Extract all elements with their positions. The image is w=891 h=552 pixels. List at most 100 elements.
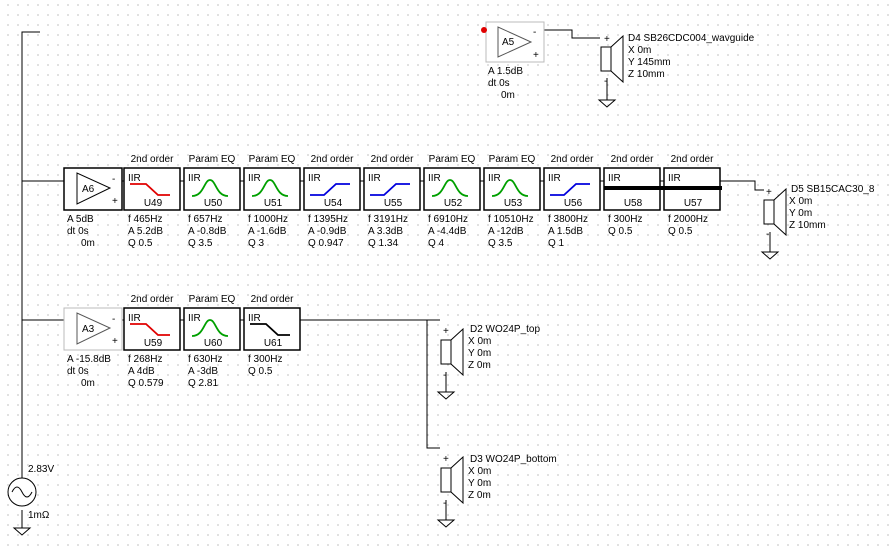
filter-kind: 2nd order (251, 294, 294, 305)
filter-param: A -1.6dB (248, 226, 287, 237)
amplifier-delay: dt 0s (67, 226, 89, 237)
ground-icon (597, 99, 617, 108)
ground-icon (12, 527, 32, 536)
svg-text:-: - (112, 314, 115, 325)
amplifier-a5[interactable]: A5 - + A 1.5dB dt 0s 0m (481, 21, 545, 101)
filter-kind: 2nd order (371, 154, 414, 165)
driver-z: Z 0m (468, 490, 491, 501)
filter-ref: U61 (264, 338, 283, 349)
driver-name: D3 WO24P_bottom (470, 454, 557, 465)
ground-icon (436, 519, 456, 528)
driver-d3[interactable]: + - D3 WO24P_bottom X 0m Y 0m Z 0m (440, 454, 557, 509)
filter-type: IIR (368, 173, 381, 184)
filter-param: A -4.4dB (428, 226, 467, 237)
filter-param: f 6910Hz (428, 214, 468, 225)
amplifier-a3[interactable]: A3 - + A -15.8dB dt 0s 0m (63, 307, 123, 389)
amplifier-ref: A3 (82, 324, 95, 335)
driver-d2[interactable]: + - D2 WO24P_top X 0m Y 0m Z 0m (440, 324, 540, 381)
filter-kind: 2nd order (131, 154, 174, 165)
filter-response-icon (130, 323, 170, 336)
ground-icon (760, 251, 780, 260)
driver-d5[interactable]: + - D5 SB15CAC30_8 X 0m Y 0m Z 10mm (763, 184, 875, 240)
svg-text:-: - (443, 370, 446, 381)
amplifier-gain: A 5dB (67, 214, 94, 225)
amplifier-ref: A5 (502, 37, 515, 48)
filter-param: f 657Hz (188, 214, 222, 225)
filter-param: f 465Hz (128, 214, 162, 225)
filter-kind: Param EQ (189, 294, 236, 305)
source-voltage-label: 2.83V (28, 464, 54, 475)
filter-param: A 4dB (128, 366, 155, 377)
filter-param: Q 0.579 (128, 378, 164, 389)
amplifier-offset: 0m (501, 90, 515, 101)
voltage-source[interactable]: 2.83V 1mΩ (7, 464, 54, 521)
filter-ref: U53 (504, 198, 523, 209)
svg-text:+: + (766, 187, 772, 198)
connection-dot-icon (481, 27, 487, 33)
filter-param: f 268Hz (128, 354, 162, 365)
filter-param: f 300Hz (248, 354, 282, 365)
filter-ref: U60 (204, 338, 223, 349)
filter-param: A -0.8dB (188, 226, 227, 237)
filter-response-icon (191, 179, 229, 197)
filter-type: IIR (428, 173, 441, 184)
filter-kind: 2nd order (611, 154, 654, 165)
filter-type: IIR (248, 313, 261, 324)
filter-ref: U58 (624, 198, 643, 209)
driver-name: D5 SB15CAC30_8 (791, 184, 875, 195)
amplifier-a6[interactable]: A6 - + A 5dB dt 0s 0m (63, 167, 123, 249)
driver-name: D4 SB26CDC004_wavguide (628, 33, 755, 44)
speaker-icon (450, 327, 464, 377)
svg-text:-: - (533, 27, 536, 38)
ground-icon (436, 391, 456, 400)
filter-ref: U49 (144, 198, 163, 209)
driver-x: X 0m (789, 196, 812, 207)
filter-param: f 3191Hz (368, 214, 408, 225)
filter-param: f 1000Hz (248, 214, 288, 225)
filter-response-icon (251, 179, 289, 197)
filter-response-icon (130, 183, 170, 196)
driver-y: Y 145mm (628, 57, 671, 68)
driver-d4[interactable]: + - D4 SB26CDC004_wavguide X 0m Y 145mm … (600, 33, 755, 87)
speaker-icon (450, 455, 464, 505)
driver-y: Y 0m (789, 208, 812, 219)
filter-response-icon (191, 319, 229, 337)
filter-type: IIR (128, 313, 141, 324)
speaker-icon (773, 187, 787, 237)
filter-kind: 2nd order (551, 154, 594, 165)
amplifier-gain: A 1.5dB (488, 66, 523, 77)
filter-response-icon (550, 183, 590, 196)
filter-ref: U50 (204, 198, 223, 209)
filter-param: Q 1.34 (368, 238, 398, 249)
filter-param: Q 0.5 (128, 238, 153, 249)
filter-kind: Param EQ (489, 154, 536, 165)
svg-text:+: + (112, 196, 118, 207)
driver-z: Z 10mm (628, 69, 665, 80)
svg-text:-: - (112, 174, 115, 185)
svg-text:-: - (766, 229, 769, 240)
source-resistance-label: 1mΩ (28, 510, 50, 521)
svg-text:+: + (112, 336, 118, 347)
svg-text:+: + (604, 34, 610, 45)
filter-type: IIR (188, 313, 201, 324)
driver-z: Z 0m (468, 360, 491, 371)
driver-y: Y 0m (468, 478, 491, 489)
filter-param: Q 3.5 (488, 238, 513, 249)
filter-ref: U54 (324, 198, 343, 209)
